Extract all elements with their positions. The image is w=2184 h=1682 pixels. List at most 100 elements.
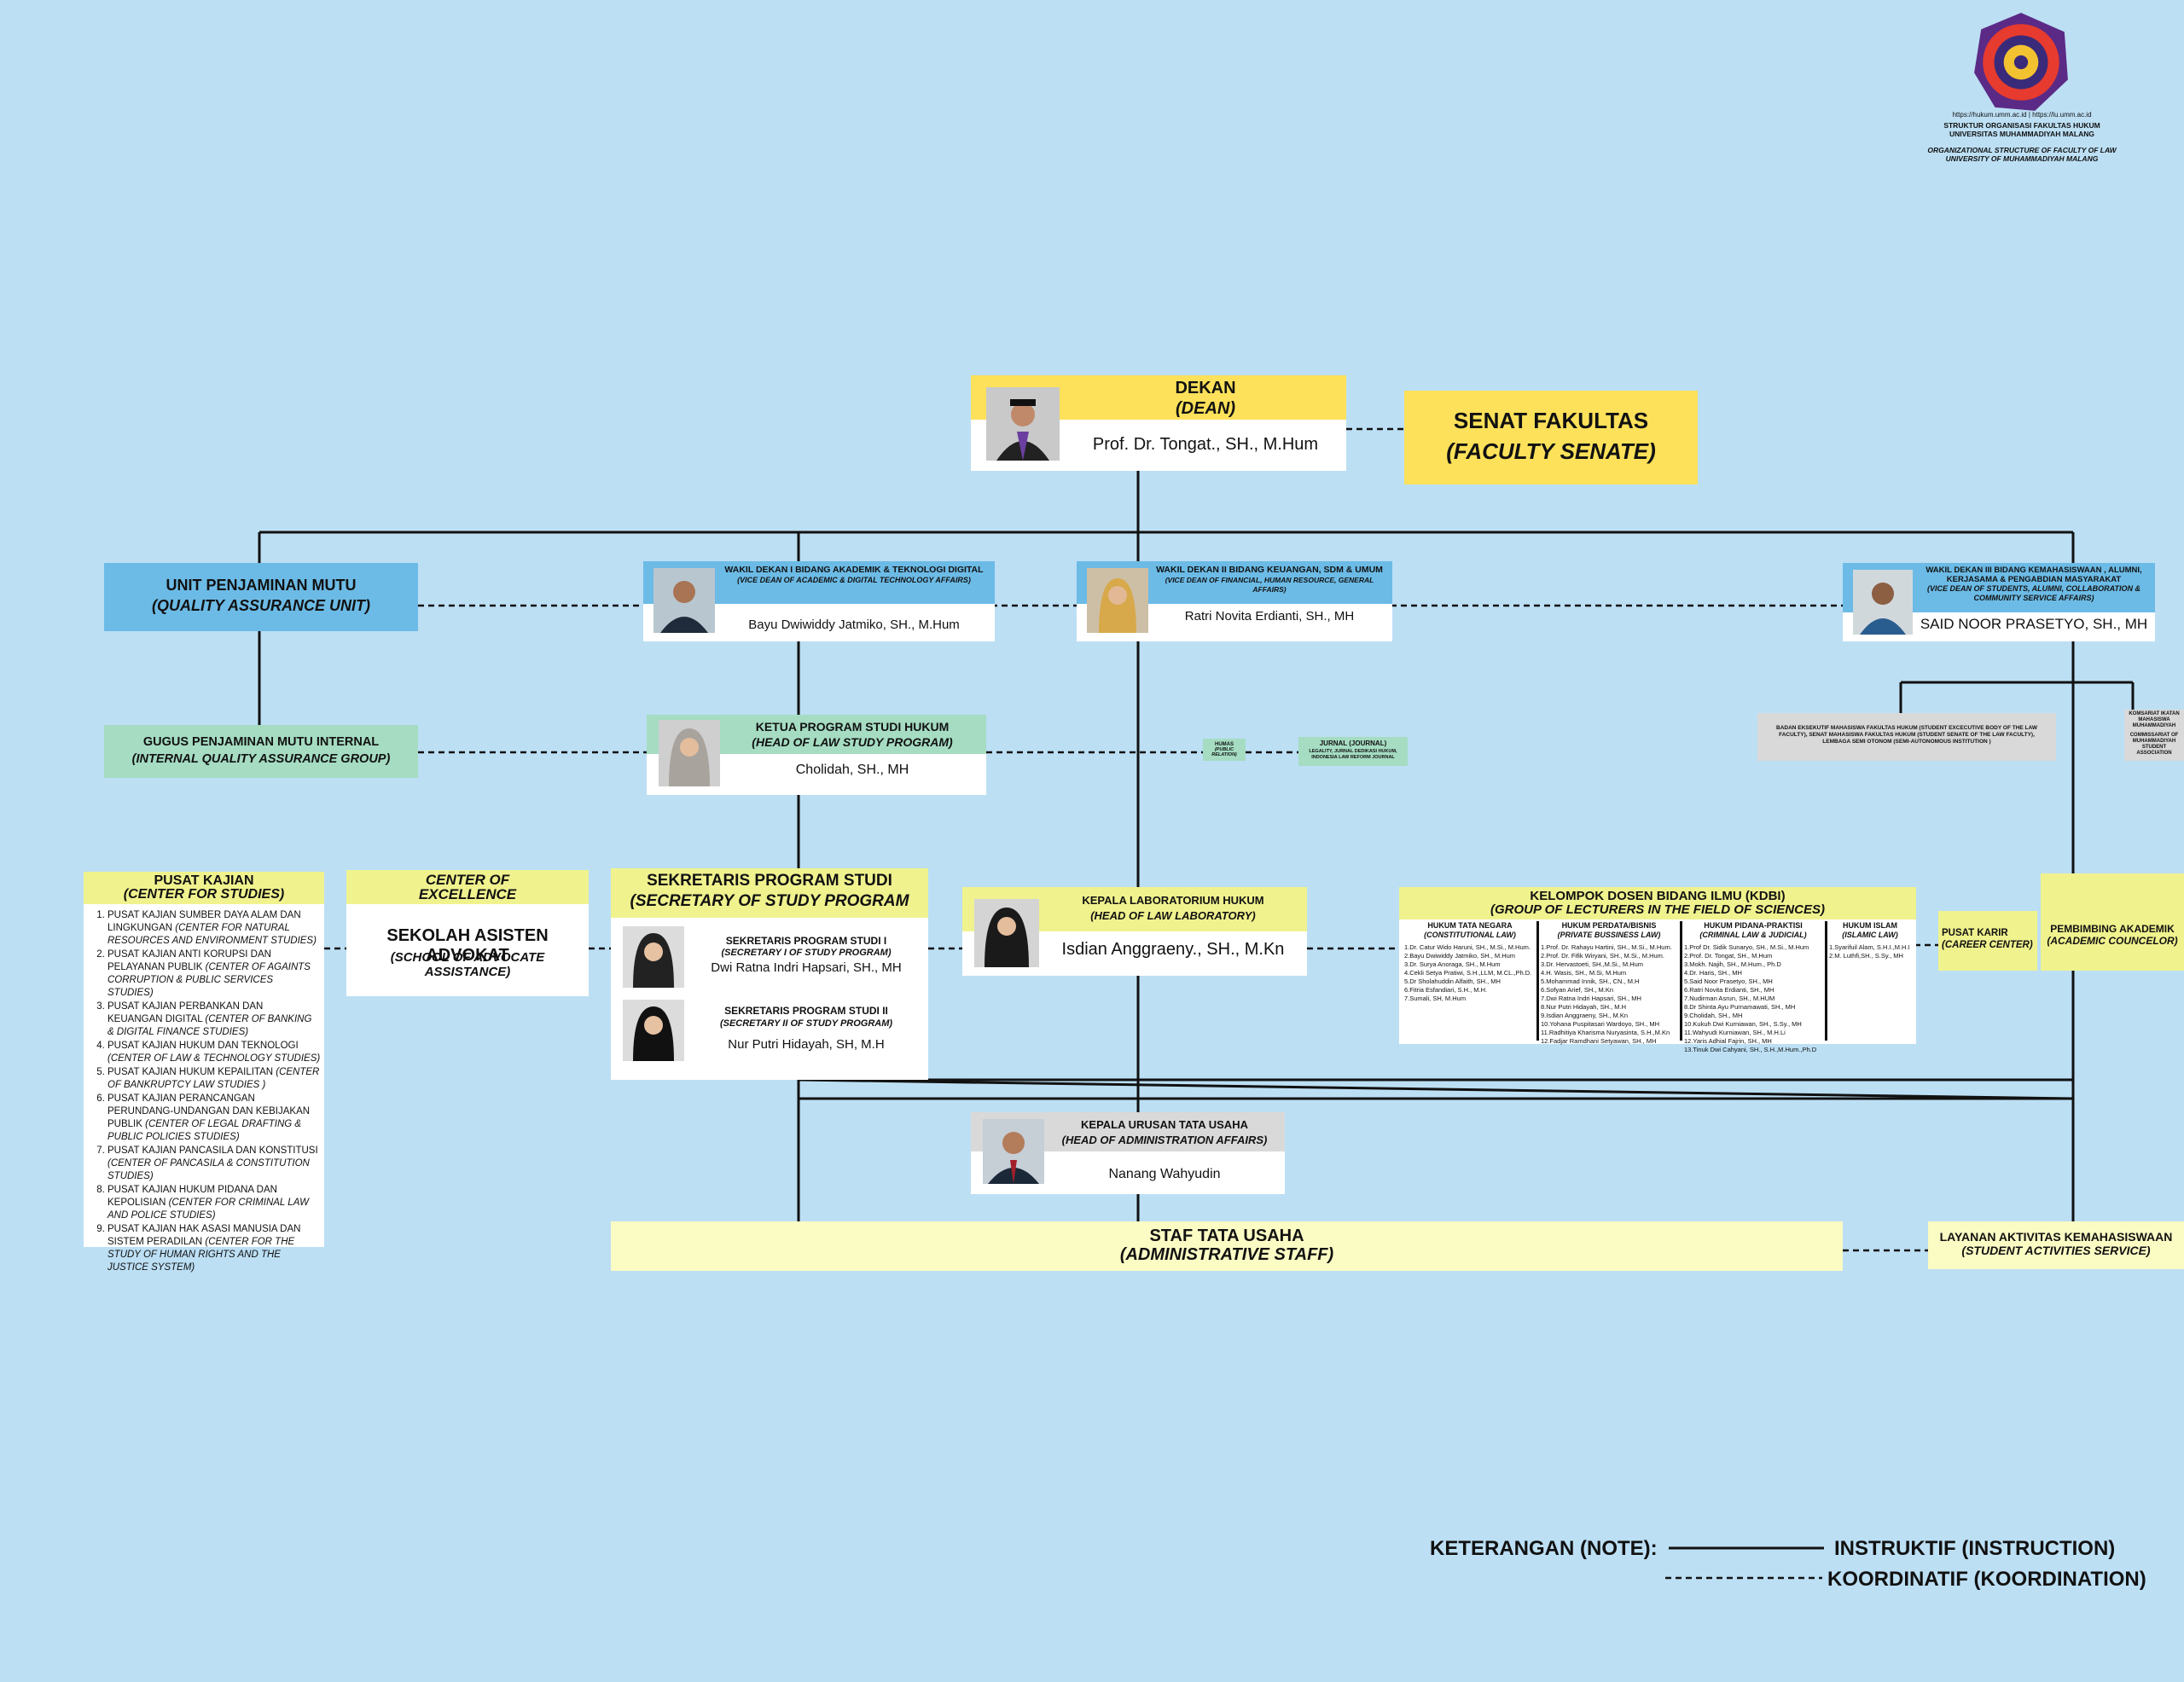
center-studies-item: PUSAT KAJIAN ANTI KORUPSI DAN PELAYANAN … — [107, 948, 321, 1000]
qa-group-title-en: (INTERNAL QUALITY ASSURANCE GROUP) — [131, 752, 391, 766]
student-service-box: LAYANAN AKTIVITAS KEMAHASISWAAN (STUDENT… — [1928, 1221, 2184, 1269]
komisariat-box: KOMSARIAT IKATAN MAHASISWA MUHAMMADIYAH … — [2124, 710, 2184, 761]
kdbi-lecturer: 7.Sumali, SH, M.Hum — [1404, 995, 1467, 1002]
kdbi-column-header: HUKUM PIDANA-PRAKTISI — [1704, 921, 1803, 930]
secretary-2-name: Nur Putri Hidayah, SH, M.H — [728, 1037, 885, 1052]
vice-dean-3-title: WAKIL DEKAN III BIDANG KEMAHASISWAAN , A… — [1926, 566, 2142, 584]
kdbi-lecturer: 3.Dr. Hervastoeti, SH.,M.Si., M.Hum — [1541, 960, 1644, 968]
kdbi-lecturer: 11.Radhitiya Kharisma Nuryasinta, S.H.,M… — [1541, 1029, 1670, 1036]
center-studies-item-text: PUSAT KAJIAN PERBANKAN DAN KEUANGAN DIGI… — [107, 1001, 264, 1024]
kdbi-lecturer: 4.Cekli Setya Pratiwi, S.H.,LLM, M.CL.,P… — [1404, 969, 1532, 977]
staff-title: STAF TATA USAHA — [1149, 1227, 1304, 1245]
secretary-title-en: (SECRETARY OF STUDY PROGRAM — [630, 892, 909, 910]
kdbi-lecturer: 5.Said Noor Prasetyo, SH., MH — [1684, 977, 1773, 985]
kdbi-lecturer: 1.Prof. Dr. Rahayu Hartini, SH., M.Si., … — [1541, 943, 1672, 951]
center-studies-item-en: (CENTER OF AGAINTS CORRUPTION & PUBLIC S… — [107, 962, 311, 998]
kdbi-column-header-en: (PRIVATE BUSSINESS LAW) — [1557, 931, 1661, 939]
lab-box: KEPALA LABORATORIUM HUKUM (HEAD OF LAW L… — [962, 887, 1307, 976]
kdbi-lecturer: 10.Kukuh Dwi Kurniawan, SH., S.Sy., MH — [1684, 1020, 1802, 1028]
header-title-en: ORGANIZATIONAL STRUCTURE OF FACULTY OF L… — [1911, 146, 2133, 163]
komisariat-text: KOMSARIAT IKATAN MAHASISWA MUHAMMADIYAH — [2129, 711, 2180, 728]
center-studies-item-en: (CENTER FOR NATURAL RESOURCES AND ENVIRO… — [107, 923, 317, 946]
kdbi-lecturer: 6.Sofyan Arief, SH., M.Kn — [1541, 986, 1614, 994]
dean-name: Prof. Dr. Tongat., SH., M.Hum — [1092, 435, 1319, 454]
kdbi-column-header-en: (CRIMINAL LAW & JUDICIAL) — [1699, 931, 1807, 939]
center-studies-item: PUSAT KAJIAN HAK ASASI MANUSIA DAN SISTE… — [107, 1223, 321, 1274]
vice-dean-3-box: WAKIL DEKAN III BIDANG KEMAHASISWAAN , A… — [1843, 563, 2155, 641]
head-program-name: Cholidah, SH., MH — [795, 763, 909, 777]
center-studies-item-text: PUSAT KAJIAN HUKUM KEPAILITAN — [107, 1067, 276, 1077]
jurnal-box: JURNAL (JOURNAL) LEGALITY, JURNAL DEDIKA… — [1298, 737, 1408, 766]
kdbi-column-divider — [1680, 921, 1682, 1041]
header-urls: https://hukum.umm.ac.id | https://lu.umm… — [1952, 111, 2092, 119]
kdbi-lecturer: 8.Nur Putri Hidayah, SH., M.H — [1541, 1003, 1627, 1011]
secretary-2-title-en: (SECRETARY II OF STUDY PROGRAM) — [719, 1018, 893, 1029]
dean-box: DEKAN (DEAN) Prof. Dr. Tongat., SH., M.H… — [971, 375, 1346, 471]
kdbi-lecturer: 2.Prof. Dr. Tongat, SH., M.Hum — [1684, 952, 1773, 960]
kdbi-lecturer: 2.M. Luthfi,SH., S.Sy., MH — [1829, 952, 1903, 960]
lab-title: KEPALA LABORATORIUM HUKUM — [1082, 894, 1264, 907]
excellence-title: CENTER OF — [425, 872, 510, 888]
kdbi-lecturer: 7.Nudirman Asrun, SH., M.HUM — [1684, 995, 1775, 1002]
qa-group-title: GUGUS PENJAMINAN MUTU INTERNAL — [142, 735, 380, 749]
center-studies-title: PUSAT KAJIAN — [154, 873, 254, 888]
kdbi-column-header: HUKUM PERDATA/BISNIS — [1561, 921, 1657, 930]
kdbi-lecturer: 10.Yohana Puspitasari Wardoyo, SH., MH — [1541, 1020, 1660, 1028]
staff-box: STAF TATA USAHA (ADMINISTRATIVE STAFF) — [611, 1221, 1843, 1271]
center-studies-item-text: PUSAT KAJIAN HUKUM DAN TEKNOLOGI — [107, 1041, 299, 1051]
head-program-title: KETUA PROGRAM STUDI HUKUM — [755, 720, 950, 734]
lab-name: Isdian Anggraeny., SH., M.Kn — [1061, 940, 1285, 959]
staff-title-en: (ADMINISTRATIVE STAFF) — [1119, 1245, 1334, 1264]
center-studies-item: PUSAT KAJIAN HUKUM DAN TEKNOLOGI (CENTER… — [107, 1040, 321, 1065]
kdbi-lecturer: 8.Dr Shinta Ayu Purnamawati, SH., MH — [1684, 1003, 1796, 1011]
center-studies-item-en: (CENTER OF LEGAL DRAFTING & PUBLIC POLIC… — [107, 1119, 302, 1142]
header-title-id-2: UNIVERSITAS MUHAMMADIYAH MALANG — [1949, 130, 2094, 138]
head-program-box: KETUA PROGRAM STUDI HUKUM (HEAD OF LAW S… — [647, 715, 986, 795]
center-studies-item-en: (CENTER OF BANKING & DIGITAL FINANCE STU… — [107, 1014, 312, 1037]
secretary-title: SEKRETARIS PROGRAM STUDI — [647, 872, 892, 890]
kdbi-column-divider — [1825, 921, 1827, 1041]
center-studies-item-text: PUSAT KAJIAN ANTI KORUPSI DAN PELAYANAN … — [107, 949, 271, 972]
secretary-1-name: Dwi Ratna Indri Hapsari, SH., MH — [711, 960, 902, 975]
vice-dean-3-name: SAID NOOR PRASETYO, SH., MH — [1920, 616, 2148, 632]
center-studies-item-text: PUSAT KAJIAN PERANCANGAN PERUNDANG-UNDAN… — [107, 1093, 311, 1129]
secretary-1-photo — [623, 926, 684, 988]
vice-dean-1-title-en: (VICE DEAN OF ACADEMIC & DIGITAL TECHNOL… — [737, 576, 971, 584]
humas-title-en: (PUBLIC RELATION) — [1211, 747, 1237, 757]
header-title-id-1: STRUKTUR ORGANISASI FAKULTAS HUKUM — [1943, 121, 2100, 130]
dean-title-en: (DEAN) — [1176, 399, 1235, 418]
university-seal-logo — [1969, 10, 2073, 114]
vice-dean-1-title: WAKIL DEKAN I BIDANG AKADEMIK & TEKNOLOG… — [724, 565, 984, 575]
career-title: PUSAT KARIR — [1942, 928, 2008, 938]
kdbi-box: KELOMPOK DOSEN BIDANG ILMU (KDBI) (GROUP… — [1399, 887, 1916, 1053]
kdbi-column: HUKUM ISLAM(ISLAMIC LAW)1.Syarifuil Alam… — [1829, 921, 1911, 960]
lab-photo — [974, 899, 1039, 967]
center-studies-item: PUSAT KAJIAN SUMBER DAYA ALAM DAN LINGKU… — [107, 909, 321, 948]
counselor-title: PEMBIMBING AKADEMIK — [2050, 923, 2175, 935]
kdbi-lecturer: 4.H. Wasis, SH., M.Si, M.Hum — [1541, 969, 1627, 977]
excellence-box: CENTER OF EXCELLENCE SEKOLAH ASISTEN ADV… — [346, 870, 589, 996]
qa-unit-title: UNIT PENJAMINAN MUTU — [166, 577, 357, 594]
kdbi-column-header: HUKUM TATA NEGARA — [1427, 921, 1513, 930]
admin-head-name: Nanang Wahyudin — [1108, 1167, 1221, 1181]
secretary-1-title: SEKRETARIS PROGRAM STUDI I — [725, 935, 887, 947]
center-studies-item-text: PUSAT KAJIAN HUKUM PIDANA DAN KEPOLISIAN — [107, 1185, 277, 1208]
kdbi-lecturer: 3.Dr. Surya Anoraga, SH., M.Hum — [1404, 960, 1501, 968]
senate-box: SENAT FAKULTAS (FACULTY SENATE) — [1404, 391, 1698, 484]
kdbi-lecturer: 9.Isdian Anggraeny, SH., M.Kn — [1541, 1012, 1629, 1019]
vice-dean-2-title: WAKIL DEKAN II BIDANG KEUANGAN, SDM & UM… — [1156, 565, 1383, 575]
center-studies-item-text: PUSAT KAJIAN SUMBER DAYA ALAM DAN LINGKU… — [107, 910, 301, 933]
secretary-box: SEKRETARIS PROGRAM STUDI (SECRETARY OF S… — [611, 868, 928, 1080]
admin-head-photo — [983, 1119, 1044, 1184]
header-title-en-1: ORGANIZATIONAL STRUCTURE OF FACULTY OF L… — [1927, 146, 2117, 154]
jurnal-title: JURNAL (JOURNAL) — [1319, 740, 1387, 747]
secretary-2-title: SEKRETARIS PROGRAM STUDI II — [724, 1005, 888, 1017]
kdbi-lecturer: 11.Wahyudi Kurniawan, SH., M.H.Li — [1684, 1029, 1786, 1036]
humas-title: HUMAS — [1215, 742, 1234, 747]
komisariat-text-en: COMMISSARIAT OF MUHAMMADIYAH STUDENT ASS… — [2129, 733, 2179, 756]
center-studies-item-en: (CENTER FOR CRIMINAL LAW AND POLICE STUD… — [107, 1198, 310, 1221]
center-studies-item: PUSAT KAJIAN PANCASILA DAN KONSTITUSI (C… — [107, 1145, 321, 1183]
vice-dean-2-name: Ratri Novita Erdianti, SH., MH — [1184, 609, 1355, 624]
center-studies-item-en: (CENTER OF LAW & TECHNOLOGY STUDIES) — [107, 1053, 321, 1064]
kdbi-lecturer: 4.Dr. Haris, SH., MH — [1684, 969, 1742, 977]
